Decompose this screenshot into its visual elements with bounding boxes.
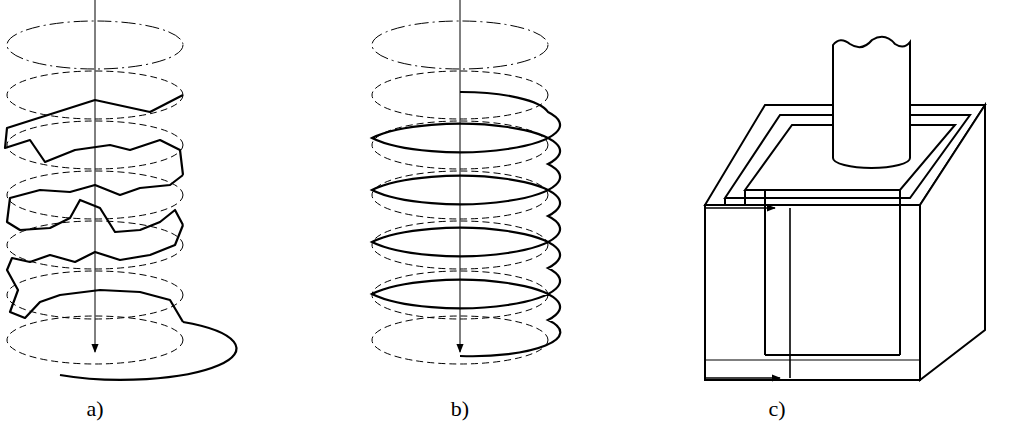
pocket-milling-block <box>705 37 985 380</box>
subfigure-label: a) <box>86 398 103 420</box>
subfigure-label: c) <box>768 398 785 420</box>
contour-cylinder <box>5 0 236 380</box>
subfigure-label: b) <box>451 398 469 420</box>
helix-cylinder <box>372 0 560 364</box>
